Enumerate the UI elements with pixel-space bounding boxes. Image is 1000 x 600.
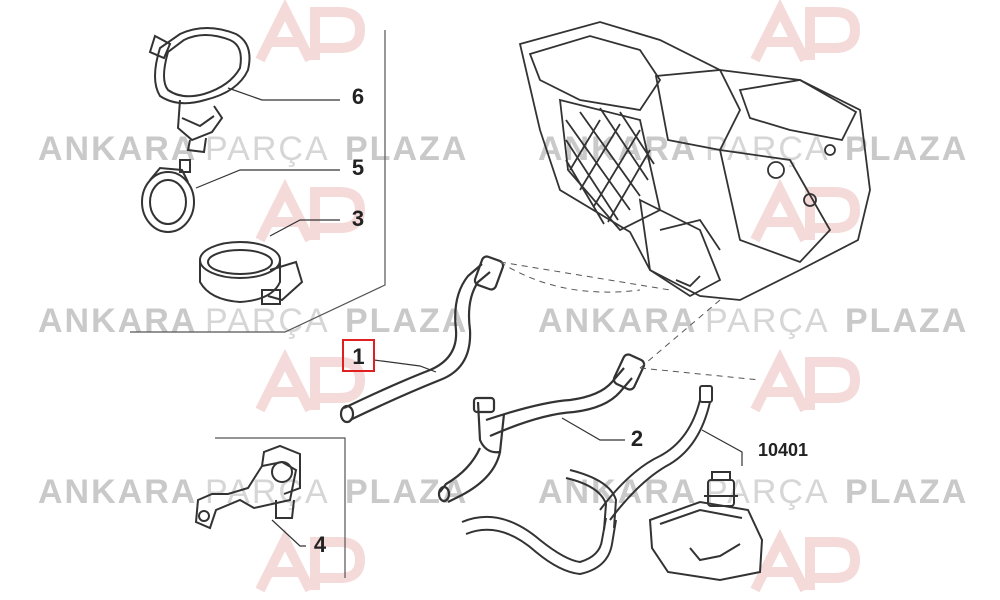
callout-part-1[interactable]: 1 <box>352 344 364 369</box>
watermark-word-2: PARÇA <box>705 302 830 340</box>
connection-lines <box>499 261 761 381</box>
watermark-logos <box>255 0 861 593</box>
hvac-heater-housing <box>518 21 871 301</box>
part-6-strap-clamp <box>148 27 251 154</box>
watermark-row-1-right: ANKARA PARÇA PLAZA <box>538 130 966 168</box>
part-4-bracket <box>194 444 301 530</box>
callout-part-6[interactable]: 6 <box>352 84 364 109</box>
watermark-row-2-left: ANKARA PARÇA PLAZA <box>38 302 468 340</box>
watermark-row-2-right: ANKARA PARÇA PLAZA <box>538 302 968 340</box>
part-3-band-clamp <box>199 241 304 305</box>
watermark-word-1: ANKARA <box>38 473 197 511</box>
watermark-word-1: ANKARA <box>538 473 697 511</box>
part-1-highlight-box <box>342 339 375 372</box>
watermark-row-1-left: ANKARA PARÇA PLAZA <box>38 130 468 168</box>
part-5-hose-clamp <box>141 159 195 233</box>
watermark-word-3: PLAZA <box>845 473 968 511</box>
callout-part-2[interactable]: 2 <box>631 426 643 451</box>
callout-part-3[interactable]: 3 <box>352 206 364 231</box>
part-10401-expansion-tank <box>648 471 764 582</box>
callout-part-10401[interactable]: 10401 <box>758 440 808 460</box>
watermark-word-3: PLAZA <box>345 473 468 511</box>
lower-coolant-hoses <box>461 385 713 576</box>
part-1-hose <box>339 255 505 424</box>
watermark-word-2: PARÇA <box>205 130 330 168</box>
watermark-word-1: ANKARA <box>38 302 197 340</box>
watermark-word-1: ANKARA <box>538 302 697 340</box>
callout-part-5[interactable]: 5 <box>352 155 364 180</box>
watermark-word-3: PLAZA <box>345 302 468 340</box>
callout-part-4[interactable]: 4 <box>314 532 327 557</box>
leader-lines <box>195 87 743 547</box>
watermark-word-2: PARÇA <box>705 130 830 168</box>
part-2-tee-hose <box>437 353 646 503</box>
watermark-word-3: PLAZA <box>845 302 968 340</box>
section-frames <box>130 30 386 578</box>
watermark-word-3: PLAZA <box>345 130 468 168</box>
watermark-word-1: ANKARA <box>38 130 197 168</box>
watermark-word-2: PARÇA <box>205 302 330 340</box>
